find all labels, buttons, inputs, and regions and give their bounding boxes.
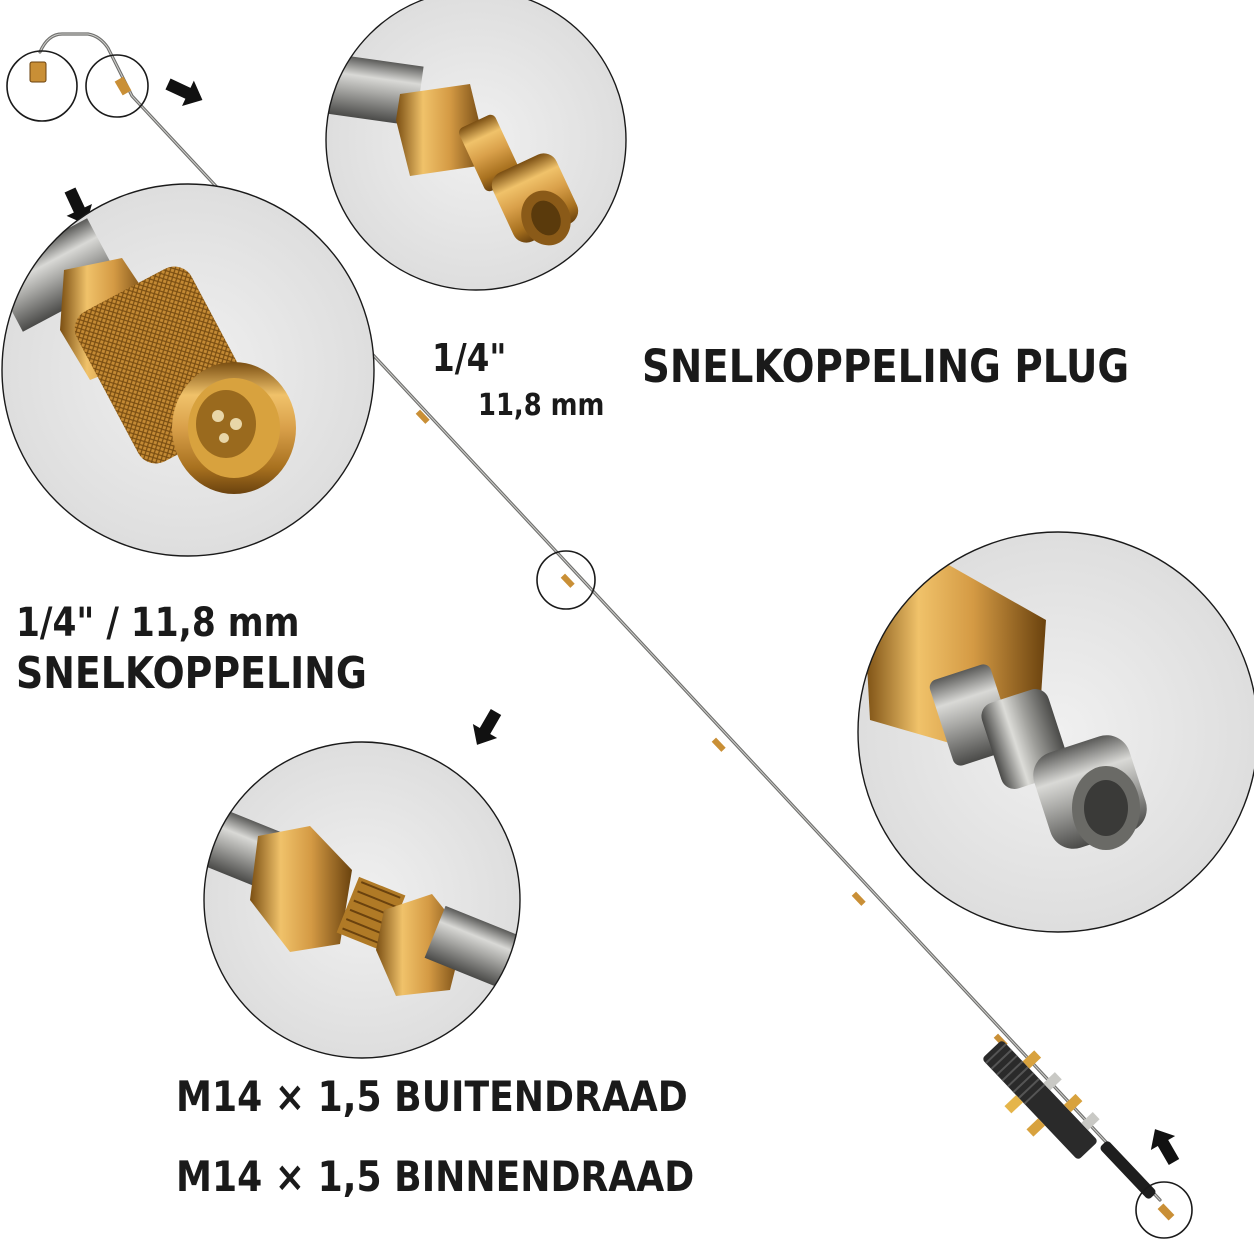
coupler-size: 1/4" / 11,8 mm <box>16 600 300 646</box>
callout-circle-bottom <box>1135 1181 1193 1239</box>
up-right-arrow-icon <box>1150 1129 1180 1165</box>
down-left-arrow-icon <box>472 709 502 745</box>
callout-circle-mid <box>536 550 596 610</box>
top-nozzle <box>29 61 47 83</box>
brass-quick-coupler-photo <box>1 183 375 557</box>
brass-quick-plug-photo <box>325 0 627 291</box>
plug-size-fraction: 1/4" <box>432 336 507 380</box>
top-coupler-mini <box>114 76 132 96</box>
plug-title: SNELKOPPELING PLUG <box>642 340 1130 393</box>
thread-male-label: M14 × 1,5 BUITENDRAAD <box>176 1072 688 1121</box>
bottom-nozzle <box>1157 1203 1175 1221</box>
steel-quick-plug-photo <box>857 531 1254 933</box>
plug-size-mm: 11,8 mm <box>478 388 605 423</box>
thread-female-label: M14 × 1,5 BINNENDRAAD <box>176 1152 695 1201</box>
m14-thread-connector-photo <box>203 741 521 1059</box>
callout-circle-top-coupler <box>85 54 149 118</box>
wand-coupling <box>415 409 1008 1048</box>
callout-circle-top-tip <box>6 50 78 122</box>
lance-wand <box>29 32 1162 1202</box>
rotating-nozzle-head <box>983 1041 1100 1159</box>
coupler-title: SNELKOPPELING <box>16 648 367 699</box>
top-right-arrow-icon <box>165 78 203 106</box>
lance-grip <box>1100 1141 1156 1199</box>
